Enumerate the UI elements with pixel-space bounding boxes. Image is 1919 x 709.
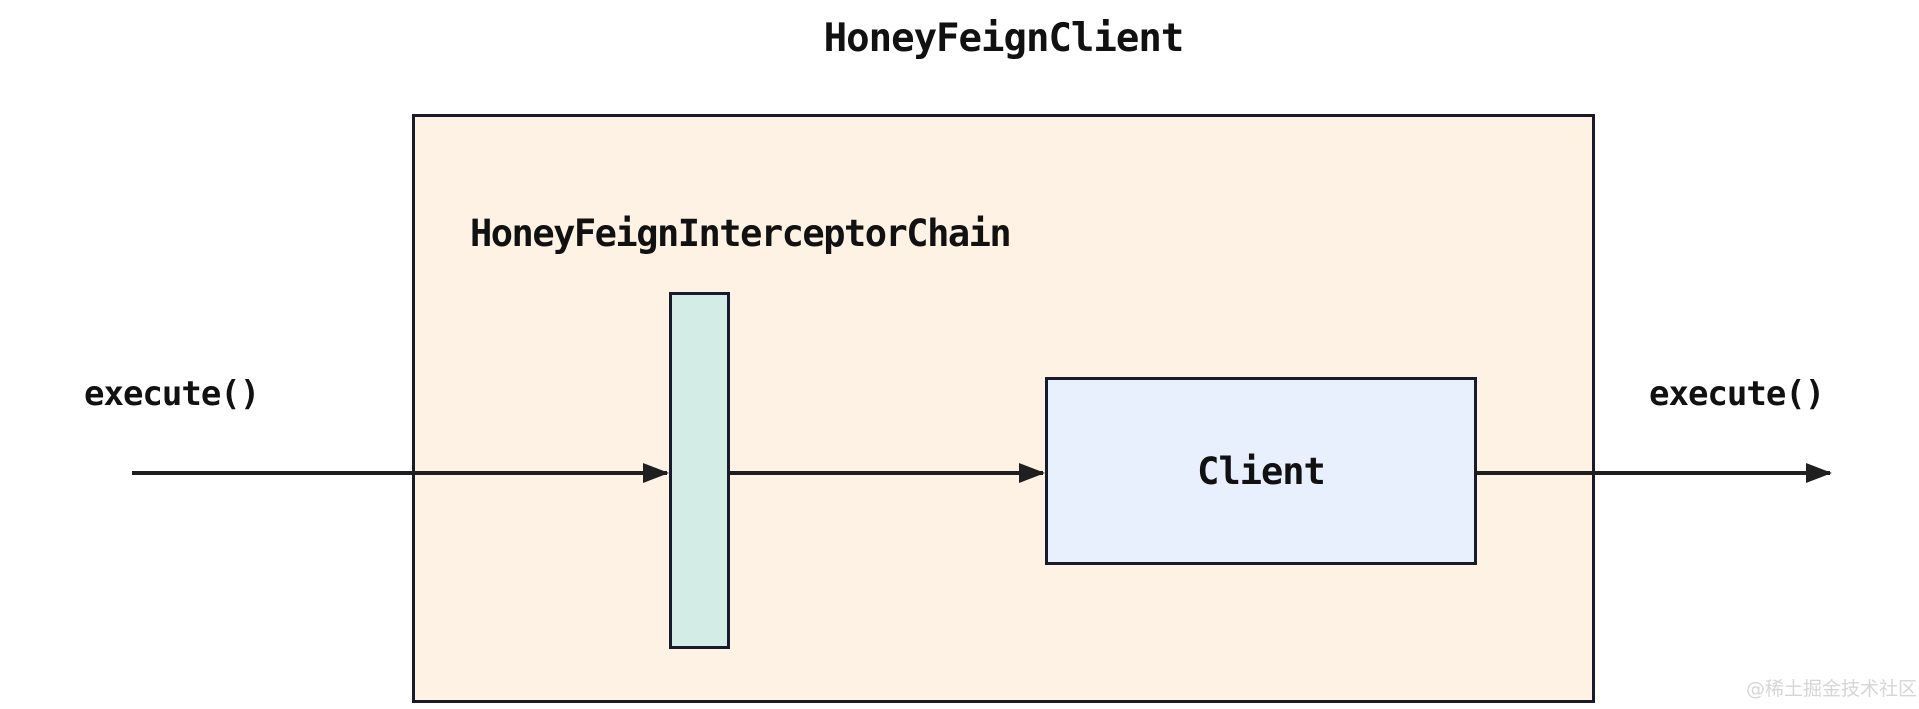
input-execute-label: execute()	[84, 374, 260, 414]
watermark: @稀土掘金技术社区	[1746, 678, 1918, 700]
diagram-title: HoneyFeignClient	[823, 16, 1185, 61]
client-box: Client	[1045, 377, 1477, 565]
interceptor-chain-bar	[669, 292, 730, 649]
interceptor-chain-label: HoneyFeignInterceptorChain	[470, 212, 1012, 255]
output-execute-label: execute()	[1649, 374, 1825, 414]
client-box-label: Client	[1197, 449, 1326, 493]
